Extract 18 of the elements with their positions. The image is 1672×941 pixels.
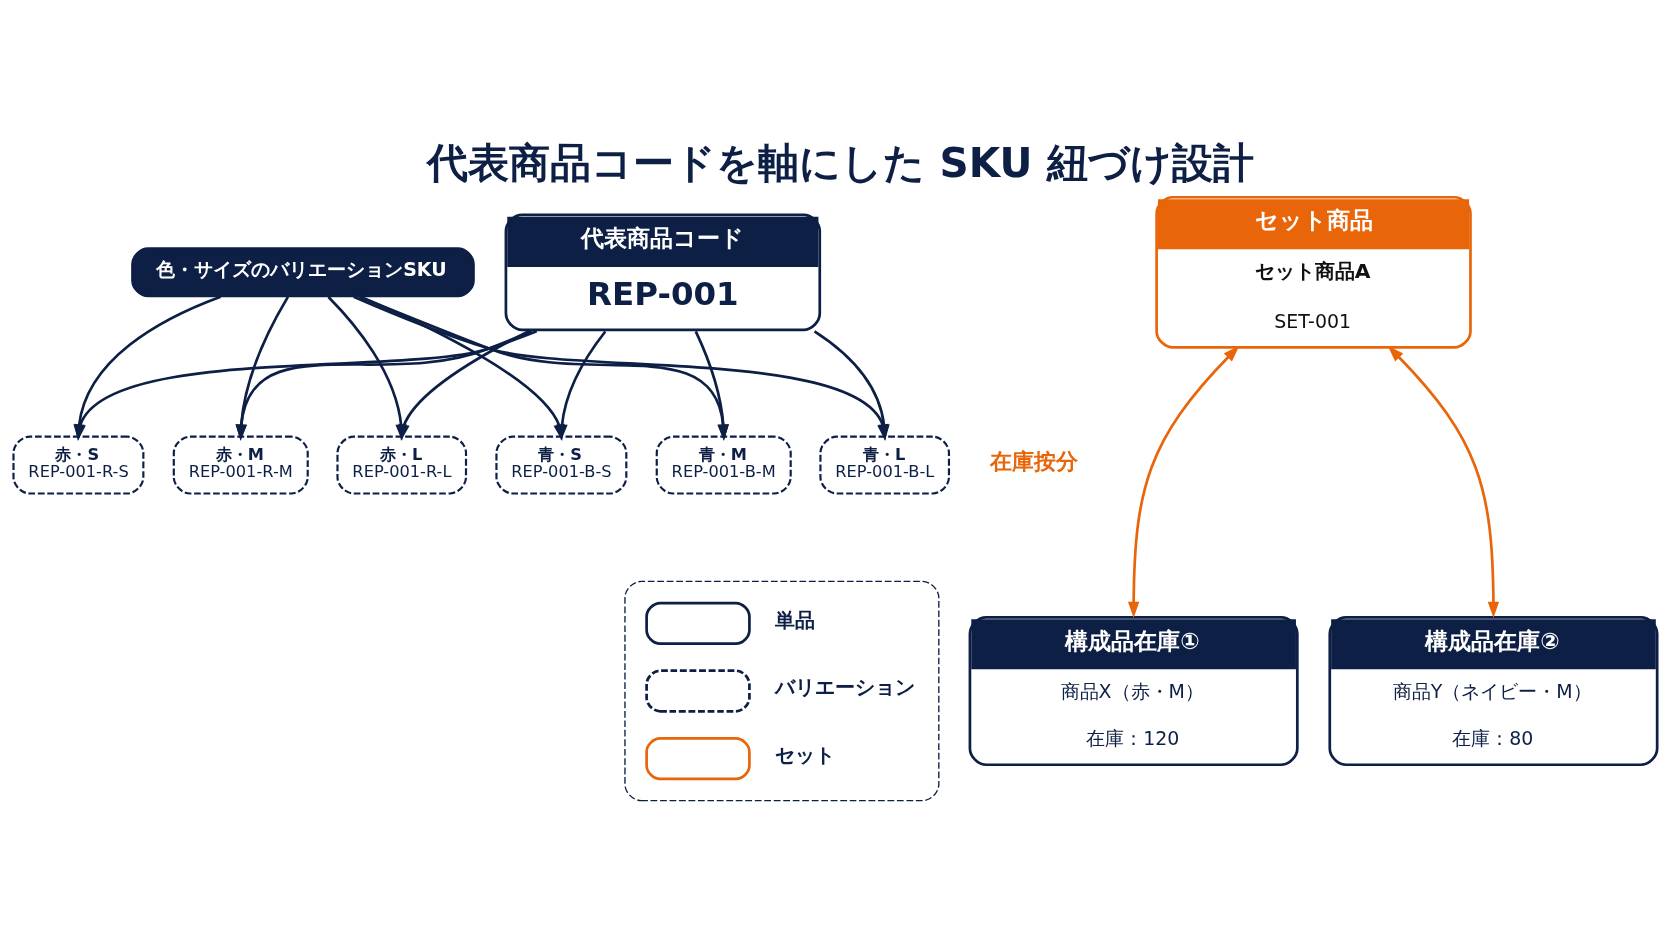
node-box: 赤・L REP-001-R-L xyxy=(336,435,468,495)
arrow xyxy=(556,330,607,441)
node-box: 赤・M REP-001-R-M xyxy=(172,435,309,495)
legend-label: バリエーション xyxy=(775,675,916,700)
legend-label: セット xyxy=(775,743,836,768)
arrow xyxy=(694,330,729,441)
arrow xyxy=(235,296,290,441)
arrow xyxy=(1387,345,1500,618)
arrow xyxy=(1127,345,1240,618)
label: 在庫按分 xyxy=(990,448,1079,474)
diagram-title: 代表商品コードを軸にした SKU 紐づけ設計 xyxy=(427,138,1254,187)
node-box: 赤・S REP-001-R-S xyxy=(12,435,145,495)
node-box: 色・サイズのバリエーションSKU xyxy=(131,247,475,298)
arrow xyxy=(398,330,530,441)
node-box: 青・S REP-001-B-S xyxy=(495,435,628,495)
node-box: 青・M REP-001-B-M xyxy=(655,435,792,495)
node-box: 青・L REP-001-B-L xyxy=(819,435,951,495)
legend-label: 単品 xyxy=(775,607,816,632)
